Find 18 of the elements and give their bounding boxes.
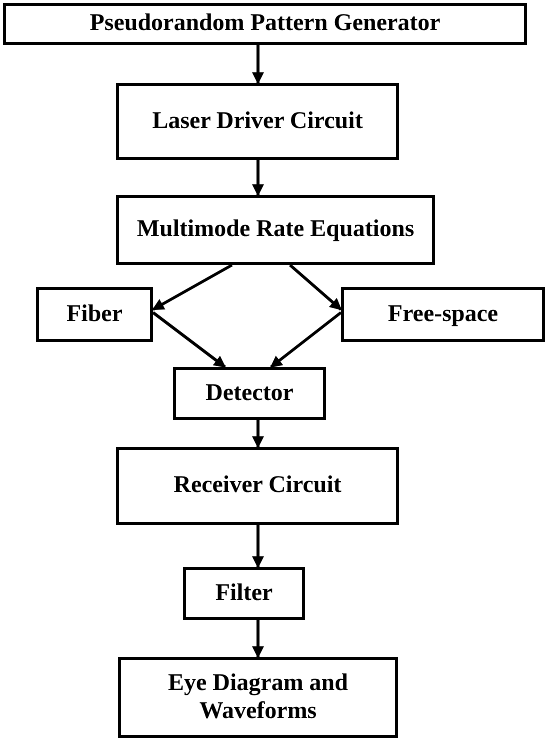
arrow xyxy=(252,45,264,84)
process-box: Filter xyxy=(183,567,305,620)
process-box: Detector xyxy=(173,367,326,420)
process-box: Laser Driver Circuit xyxy=(116,83,399,160)
arrow xyxy=(289,264,342,311)
arrow xyxy=(252,525,264,568)
process-box: Pseudorandom Pattern Generator xyxy=(3,3,527,45)
arrow xyxy=(252,160,264,196)
process-box: Multimode Rate Equations xyxy=(116,195,435,265)
arrow xyxy=(270,311,342,368)
process-box: Receiver Circuit xyxy=(116,447,399,525)
arrow xyxy=(252,620,264,658)
arrow xyxy=(152,264,233,311)
arrow xyxy=(252,420,264,448)
process-box: Free-space xyxy=(341,287,545,342)
process-box: Fiber xyxy=(36,287,153,342)
process-box: Eye Diagram and Waveforms xyxy=(118,657,398,738)
arrow xyxy=(152,311,226,368)
